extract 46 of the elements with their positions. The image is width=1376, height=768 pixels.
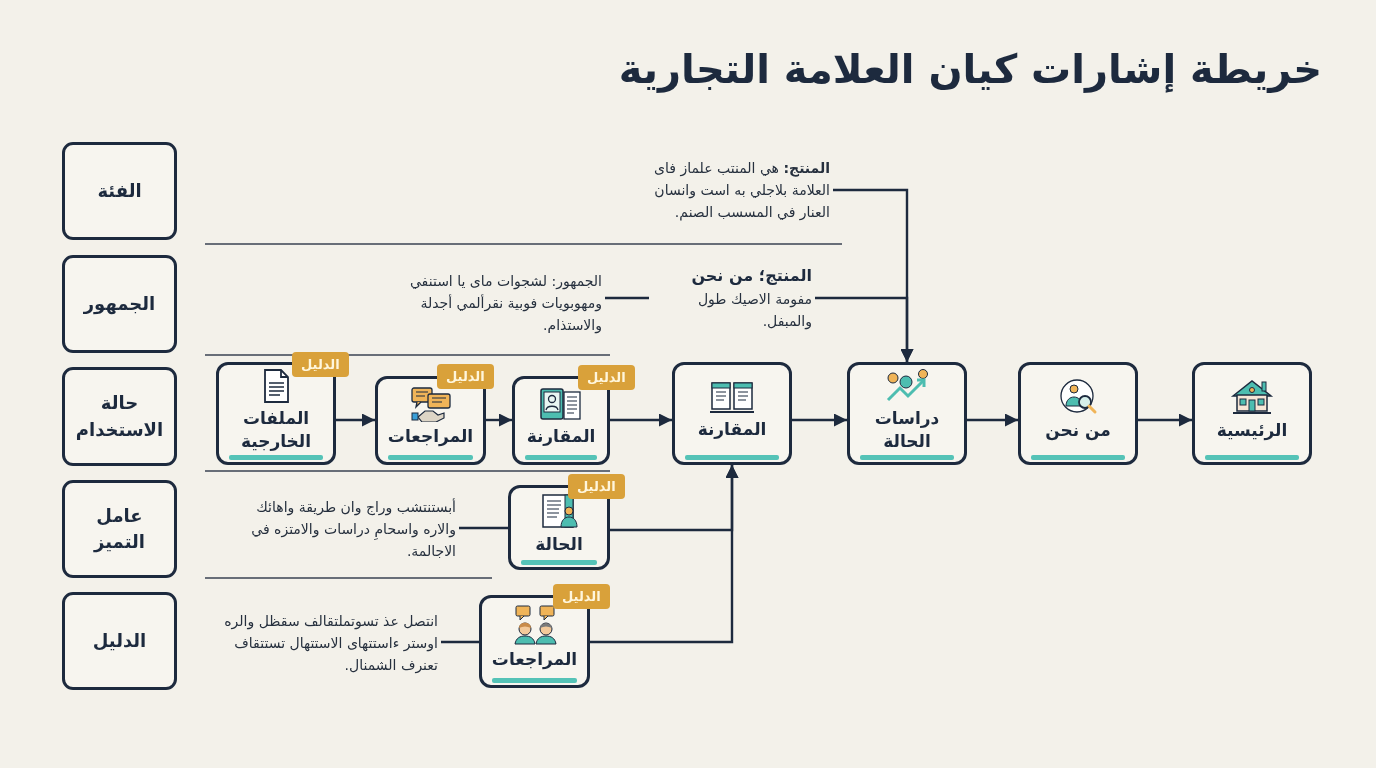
lane-header-box — [62, 480, 177, 578]
lane-header-box — [62, 142, 177, 240]
evidence-tag: الدليل — [292, 352, 349, 377]
lane-label: الفئة — [97, 178, 142, 203]
note-text: انتصل عذ تسوتملتقالف سقظل والره اوستر ءاستتهاى الاستتهال تستتقاف تعنرف الشمنال. — [223, 612, 438, 676]
lane-label: حالة الاستخدام — [75, 391, 164, 442]
arrow — [967, 413, 1018, 427]
arrow — [792, 413, 847, 427]
lane-label: عامل التميز — [94, 503, 145, 555]
step-card — [672, 362, 792, 465]
diagram-title: خريطة إشارات كيان العلامة التجارية — [618, 46, 1322, 92]
step-card — [847, 362, 967, 465]
step-label: من نحن — [1045, 419, 1111, 442]
step-label: دراسات الحالة — [873, 406, 941, 453]
connector-line — [459, 526, 508, 530]
arrow — [815, 296, 914, 362]
evidence-tag: الدليل — [578, 365, 635, 390]
note-heading: المنتج؛ من نحن — [690, 265, 812, 287]
step-label: المقارنة — [697, 418, 767, 441]
arrow — [1138, 413, 1192, 427]
evidence-tag: الدليل — [568, 474, 625, 499]
lane-header-box — [62, 367, 177, 466]
step-label: الملفات الخارجية — [239, 406, 313, 453]
step-label: المقارنة — [526, 425, 596, 448]
step-card — [1192, 362, 1312, 465]
step-label: الرئيسية — [1216, 419, 1288, 442]
note-text: الجمهور: لشجوات ماى يا استنفي ومهوبويات فوبية نقرألمي أجدلة والاستذام. — [408, 272, 602, 336]
step-card — [1018, 362, 1138, 465]
step-label: المراجعات — [387, 425, 474, 448]
connector-line — [441, 640, 479, 644]
note-text: أبستنتشب وراج وان طريقة واهائك والاره واسحامِ دراسات والامتزه في الاجالمة. — [250, 497, 456, 561]
lane-header-box — [62, 592, 177, 690]
arrow — [486, 413, 512, 427]
lane-label: الجمهور — [83, 291, 156, 317]
lane-header-box — [62, 255, 177, 353]
arrow — [610, 413, 672, 427]
step-label: المراجعات — [491, 648, 578, 671]
note-text: مفومة الاصيك طول والمبفل. — [696, 290, 812, 332]
arrow — [590, 465, 739, 644]
evidence-tag: الدليل — [553, 584, 610, 609]
evidence-tag: الدليل — [437, 364, 494, 389]
step-label: الحالة — [535, 533, 583, 556]
connector-line — [605, 296, 649, 300]
arrow — [336, 413, 375, 427]
note-text: المنتج: هي المنتب علماز فاى العلامة بلاجلي به است وانسان العنار في المسسب الصنم. — [653, 159, 830, 223]
lane-label: الدليل — [92, 628, 147, 653]
